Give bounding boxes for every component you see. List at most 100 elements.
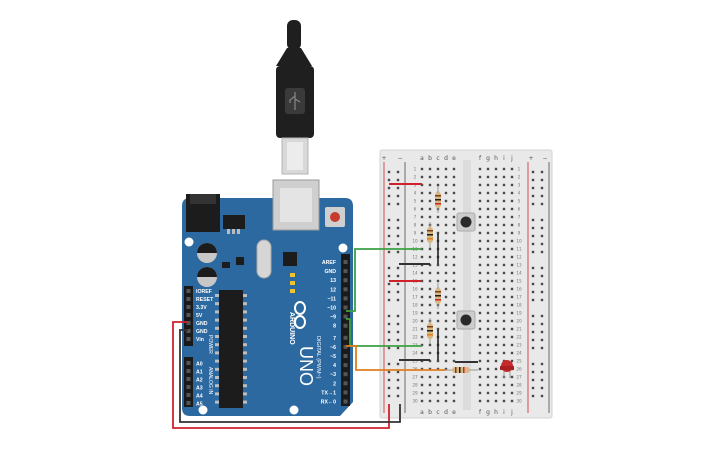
analog-pin-socket[interactable] (186, 385, 191, 389)
hole[interactable] (486, 263, 490, 267)
hole[interactable] (486, 359, 490, 363)
rail-hole[interactable] (540, 250, 544, 254)
digital-pin-socket[interactable] (343, 335, 348, 340)
hole[interactable] (444, 175, 448, 179)
hole[interactable] (444, 375, 448, 379)
hole[interactable] (486, 351, 490, 355)
hole[interactable] (428, 271, 432, 275)
power-pin-socket[interactable] (186, 337, 191, 341)
hole[interactable] (478, 351, 482, 355)
rail-hole[interactable] (387, 290, 391, 294)
rail-hole[interactable] (531, 338, 535, 342)
rail-hole[interactable] (531, 282, 535, 286)
rail-hole[interactable] (396, 242, 400, 246)
hole[interactable] (478, 359, 482, 363)
hole[interactable] (428, 175, 432, 179)
hole[interactable] (452, 191, 456, 195)
hole[interactable] (510, 183, 514, 187)
pushbutton-2[interactable] (456, 310, 476, 330)
hole[interactable] (444, 279, 448, 283)
analog-pin-socket[interactable] (186, 401, 191, 405)
hole[interactable] (486, 311, 490, 315)
hole[interactable] (510, 199, 514, 203)
hole[interactable] (494, 231, 498, 235)
hole[interactable] (436, 231, 440, 235)
rail-hole[interactable] (387, 330, 391, 334)
rail-hole[interactable] (387, 282, 391, 286)
hole[interactable] (494, 191, 498, 195)
hole[interactable] (428, 391, 432, 395)
rail-hole[interactable] (387, 322, 391, 326)
hole[interactable] (486, 207, 490, 211)
analog-pin-socket[interactable] (186, 361, 191, 365)
hole[interactable] (502, 223, 506, 227)
rail-hole[interactable] (396, 234, 400, 238)
hole[interactable] (510, 303, 514, 307)
rail-hole[interactable] (387, 346, 391, 350)
hole[interactable] (478, 327, 482, 331)
pushbutton-cap[interactable] (460, 314, 472, 326)
digital-pin-socket[interactable] (343, 260, 348, 264)
resistor-4[interactable] (427, 318, 433, 344)
hole[interactable] (420, 175, 424, 179)
rail-hole[interactable] (540, 346, 544, 350)
hole[interactable] (502, 311, 506, 315)
rail-hole[interactable] (531, 274, 535, 278)
rail-hole[interactable] (531, 370, 535, 374)
hole[interactable] (494, 239, 498, 243)
hole[interactable] (444, 367, 448, 371)
hole[interactable] (444, 399, 448, 403)
hole[interactable] (478, 295, 482, 299)
rail-hole[interactable] (531, 362, 535, 366)
hole[interactable] (510, 247, 514, 251)
red-led[interactable] (500, 360, 514, 378)
hole[interactable] (478, 231, 482, 235)
analog-pin-socket[interactable] (186, 377, 191, 381)
hole[interactable] (452, 199, 456, 203)
hole[interactable] (428, 191, 432, 195)
hole[interactable] (436, 367, 440, 371)
hole[interactable] (428, 279, 432, 283)
hole[interactable] (494, 255, 498, 259)
rail-hole[interactable] (396, 226, 400, 230)
hole[interactable] (486, 319, 490, 323)
hole[interactable] (494, 391, 498, 395)
rail-hole[interactable] (387, 314, 391, 318)
rail-hole[interactable] (396, 314, 400, 318)
rail-hole[interactable] (396, 178, 400, 182)
hole[interactable] (452, 343, 456, 347)
hole[interactable] (510, 207, 514, 211)
power-pin-socket[interactable] (186, 297, 191, 301)
hole[interactable] (510, 375, 514, 379)
digital-pin-socket[interactable] (343, 296, 348, 301)
resistor-1[interactable] (435, 186, 441, 213)
rail-hole[interactable] (396, 186, 400, 190)
hole[interactable] (510, 279, 514, 283)
rail-hole[interactable] (531, 170, 535, 174)
hole[interactable] (444, 359, 448, 363)
hole[interactable] (444, 183, 448, 187)
hole[interactable] (494, 183, 498, 187)
hole[interactable] (502, 239, 506, 243)
hole[interactable] (478, 391, 482, 395)
analog-pin-socket[interactable] (186, 393, 191, 397)
hole[interactable] (444, 191, 448, 195)
hole[interactable] (420, 343, 424, 347)
hole[interactable] (444, 383, 448, 387)
hole[interactable] (420, 255, 424, 259)
rail-hole[interactable] (540, 170, 544, 174)
rail-hole[interactable] (540, 266, 544, 270)
hole[interactable] (420, 383, 424, 387)
hole[interactable] (444, 199, 448, 203)
hole[interactable] (444, 319, 448, 323)
hole[interactable] (436, 167, 440, 171)
hole[interactable] (494, 167, 498, 171)
hole[interactable] (510, 287, 514, 291)
hole[interactable] (494, 247, 498, 251)
hole[interactable] (428, 183, 432, 187)
rail-hole[interactable] (387, 394, 391, 398)
rail-hole[interactable] (387, 226, 391, 230)
hole[interactable] (478, 191, 482, 195)
hole[interactable] (444, 247, 448, 251)
hole[interactable] (452, 391, 456, 395)
